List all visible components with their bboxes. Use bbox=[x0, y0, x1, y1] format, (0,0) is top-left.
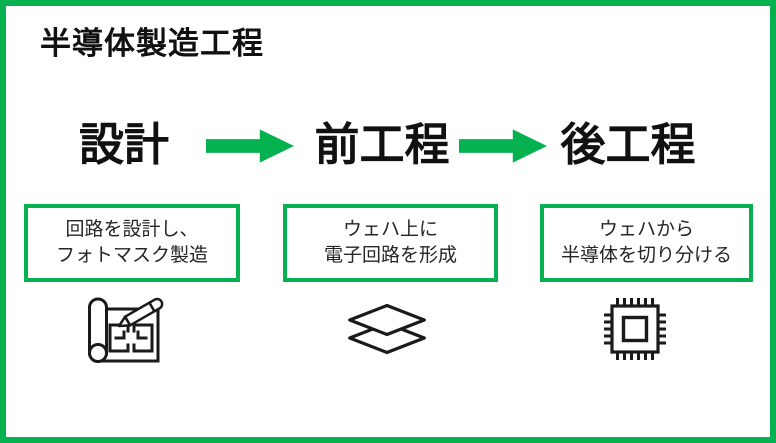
stage-description-line: ウェハから bbox=[598, 219, 694, 240]
stage-description-line: 回路を設計し、 bbox=[65, 219, 199, 240]
stage-description-line: 電子回路を形成 bbox=[323, 245, 457, 266]
blueprint-pencil-icon bbox=[88, 297, 164, 363]
stage-description-line: ウェハ上に bbox=[342, 219, 438, 240]
stage-description-box-front-end: ウェハ上に 電子回路を形成 bbox=[283, 204, 498, 282]
page-title: 半導体製造工程 bbox=[40, 26, 264, 61]
stage-description-line: 半導体を切り分ける bbox=[560, 245, 732, 266]
arrow-right-icon bbox=[206, 129, 294, 163]
stage-label-front-end: 前工程 bbox=[314, 119, 450, 170]
microchip-icon bbox=[604, 298, 666, 360]
stage-description-box-design: 回路を設計し、 フォトマスク製造 bbox=[24, 204, 240, 282]
stage-label-design: 設計 bbox=[78, 119, 170, 170]
wafer-layers-icon bbox=[348, 304, 426, 355]
stage-label-back-end: 後工程 bbox=[560, 119, 696, 170]
arrow-right-icon bbox=[459, 129, 547, 163]
stage-description-box-back-end: ウェハから 半導体を切り分ける bbox=[540, 204, 753, 282]
stage-description-line: フォトマスク製造 bbox=[55, 245, 208, 266]
